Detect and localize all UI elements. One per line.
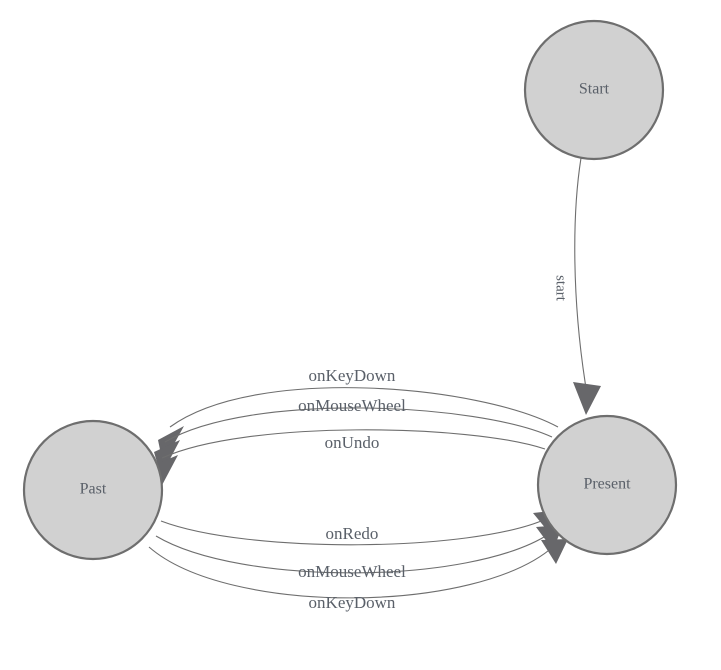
node-present[interactable]: Present xyxy=(536,414,678,556)
node-past-label: Past xyxy=(80,481,107,498)
edge-start-present[interactable]: start xyxy=(553,157,601,415)
edge-past-present-redo-path xyxy=(160,518,547,546)
edge-label-present-past-mousewheel: onMouseWheel xyxy=(298,396,406,415)
edge-present-past-keydown-path xyxy=(169,387,559,428)
edge-label-past-present-keydown: onKeyDown xyxy=(309,593,396,612)
edge-label-past-present-mousewheel: onMouseWheel xyxy=(298,562,406,581)
edge-start-present-arrowhead xyxy=(573,382,601,415)
node-start[interactable]: Start xyxy=(523,19,665,161)
edge-past-present-keydown[interactable]: onKeyDown xyxy=(148,539,568,612)
node-present-label: Present xyxy=(583,476,631,493)
edge-past-present-keydown-path xyxy=(148,545,555,599)
node-present-circle xyxy=(536,414,678,556)
edge-label-present-past-undo: onUndo xyxy=(325,433,380,452)
edge-label-start: start xyxy=(553,275,569,302)
edge-start-present-path xyxy=(574,157,587,389)
edge-present-past-mousewheel-path xyxy=(164,407,553,443)
edge-present-past-undo[interactable]: onUndo xyxy=(152,429,546,489)
node-past-circle xyxy=(22,419,164,561)
edge-past-present-mousewheel-path xyxy=(155,533,550,574)
edge-present-past-undo-path xyxy=(161,429,546,459)
edge-past-present-redo[interactable]: onRedo xyxy=(160,510,560,546)
node-past[interactable]: Past xyxy=(22,419,164,561)
node-start-label: Start xyxy=(579,81,610,98)
edge-past-present-mousewheel[interactable]: onMouseWheel xyxy=(155,525,563,581)
edge-present-past-mousewheel[interactable]: onMouseWheel xyxy=(154,396,553,476)
edge-label-past-present-redo: onRedo xyxy=(326,524,379,543)
edge-past-present-keydown-arrowhead xyxy=(541,539,568,564)
edge-label-present-past-keydown: onKeyDown xyxy=(309,366,396,385)
node-start-circle xyxy=(523,19,665,161)
